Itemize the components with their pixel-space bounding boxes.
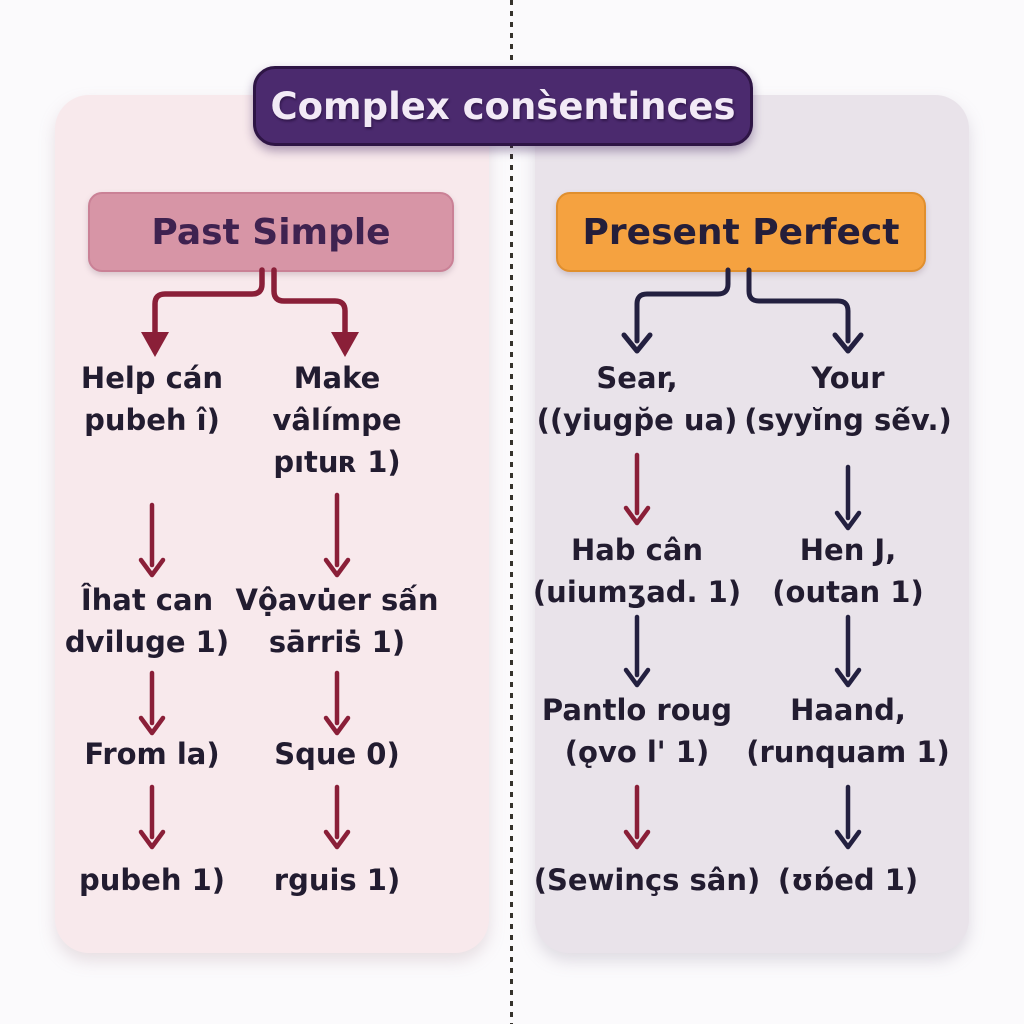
node-line: vâlímpe bbox=[272, 403, 402, 437]
branch-right-line bbox=[746, 267, 851, 344]
flow-node: Sque 0) bbox=[274, 733, 400, 775]
down-arrowhead bbox=[623, 829, 651, 850]
flow-node: Your (syyĭng sẽ́v.) bbox=[744, 357, 952, 441]
branch-left-line bbox=[152, 267, 265, 338]
node-line: Pantlo roug bbox=[541, 693, 733, 727]
red-column-arrows bbox=[623, 452, 651, 850]
branch-right-arrowhead bbox=[331, 332, 359, 357]
present-perfect-header: Present Perfect bbox=[556, 192, 926, 272]
node-line: (syyĭng sẽ́v.) bbox=[744, 403, 952, 437]
node-line: pubeh 1) bbox=[78, 863, 226, 897]
node-line: (uiumʒad. 1) bbox=[532, 575, 742, 609]
center-dotted-divider bbox=[510, 0, 513, 1024]
past-simple-header: Past Simple bbox=[88, 192, 454, 272]
flow-node: Haand, (runquam 1) bbox=[746, 689, 950, 773]
node-line: Help cán bbox=[80, 361, 224, 395]
flow-node: Make vâlímpe pıtuʀ 1) bbox=[273, 357, 402, 483]
down-arrowhead bbox=[138, 829, 166, 850]
flow-node: Hab cân (uiumʒad. 1) bbox=[533, 529, 741, 613]
down-arrowhead bbox=[834, 829, 862, 850]
node-line: Sque 0) bbox=[274, 737, 400, 771]
flow-node: Îhat can dviluge 1) bbox=[65, 579, 229, 663]
node-line: Haand, bbox=[790, 693, 906, 727]
branch-right-arrowhead bbox=[832, 332, 864, 354]
page-title: Complex cons̀entinces bbox=[253, 66, 753, 146]
node-line: Hab cân bbox=[570, 533, 704, 567]
node-line: Your bbox=[811, 361, 885, 395]
flow-node: rguis 1) bbox=[274, 859, 400, 901]
node-line: From la) bbox=[84, 737, 220, 771]
node-line: Hen J, bbox=[799, 533, 897, 567]
down-arrowhead bbox=[323, 557, 351, 578]
branch-left-line bbox=[634, 267, 731, 344]
branch-left-arrowhead bbox=[621, 332, 653, 354]
branch-arrow-lines bbox=[152, 267, 348, 338]
node-line: (ǫvo l' 1) bbox=[564, 735, 710, 769]
node-line: Make bbox=[293, 361, 381, 395]
present-perfect-header-label: Present Perfect bbox=[582, 211, 900, 253]
down-arrowhead bbox=[834, 510, 862, 531]
flow-node: (Sewinçs sân) bbox=[534, 859, 760, 901]
flow-node: Vộavu̇er sấn sārriṡ 1) bbox=[235, 579, 438, 663]
navy-column-arrows bbox=[623, 464, 862, 850]
node-line: ((yiugp̆e ua) bbox=[536, 403, 738, 437]
flow-node: Sear, ((yiugp̆e ua) bbox=[537, 357, 738, 441]
branch-right-line bbox=[271, 267, 348, 338]
branch-left-arrowhead bbox=[141, 332, 169, 357]
down-arrowhead bbox=[138, 557, 166, 578]
node-line: (Sewinçs sân) bbox=[533, 863, 761, 897]
branch-arrow-lines bbox=[621, 267, 864, 354]
node-line: Sear, bbox=[596, 361, 678, 395]
present-perfect-panel: Present Perfect bbox=[533, 95, 969, 953]
node-line: pıtuʀ 1) bbox=[273, 445, 401, 479]
flow-node: Pantlo roug (ǫvo l' 1) bbox=[542, 689, 732, 773]
flow-node: Hen J, (outan 1) bbox=[772, 529, 923, 613]
node-line: Îhat can bbox=[80, 583, 214, 617]
node-line: (outan 1) bbox=[772, 575, 924, 609]
page-title-label: Complex cons̀entinces bbox=[270, 84, 736, 128]
down-arrowhead bbox=[323, 715, 351, 736]
down-arrowhead bbox=[623, 667, 651, 688]
down-arrowhead bbox=[138, 715, 166, 736]
down-arrowhead bbox=[623, 505, 651, 526]
down-arrowhead bbox=[323, 829, 351, 850]
node-line: (ʊɒ́ed 1) bbox=[777, 863, 919, 897]
node-line: (runquam 1) bbox=[746, 735, 950, 769]
flow-node: (ʊɒ́ed 1) bbox=[778, 859, 918, 901]
node-line: rguis 1) bbox=[273, 863, 401, 897]
flow-node: From la) bbox=[84, 733, 219, 775]
node-line: pubeh î) bbox=[84, 403, 220, 437]
flow-node: Help cán pubeh î) bbox=[81, 357, 223, 441]
flow-node: pubeh 1) bbox=[79, 859, 225, 901]
node-line: dviluge 1) bbox=[64, 625, 230, 659]
node-line: Vộavu̇er sấn bbox=[235, 583, 439, 617]
past-simple-panel: Past Simple bbox=[55, 95, 489, 953]
node-line: sārriṡ 1) bbox=[268, 625, 406, 659]
past-simple-header-label: Past Simple bbox=[151, 211, 391, 253]
column-arrows bbox=[138, 492, 351, 850]
down-arrowhead bbox=[834, 667, 862, 688]
